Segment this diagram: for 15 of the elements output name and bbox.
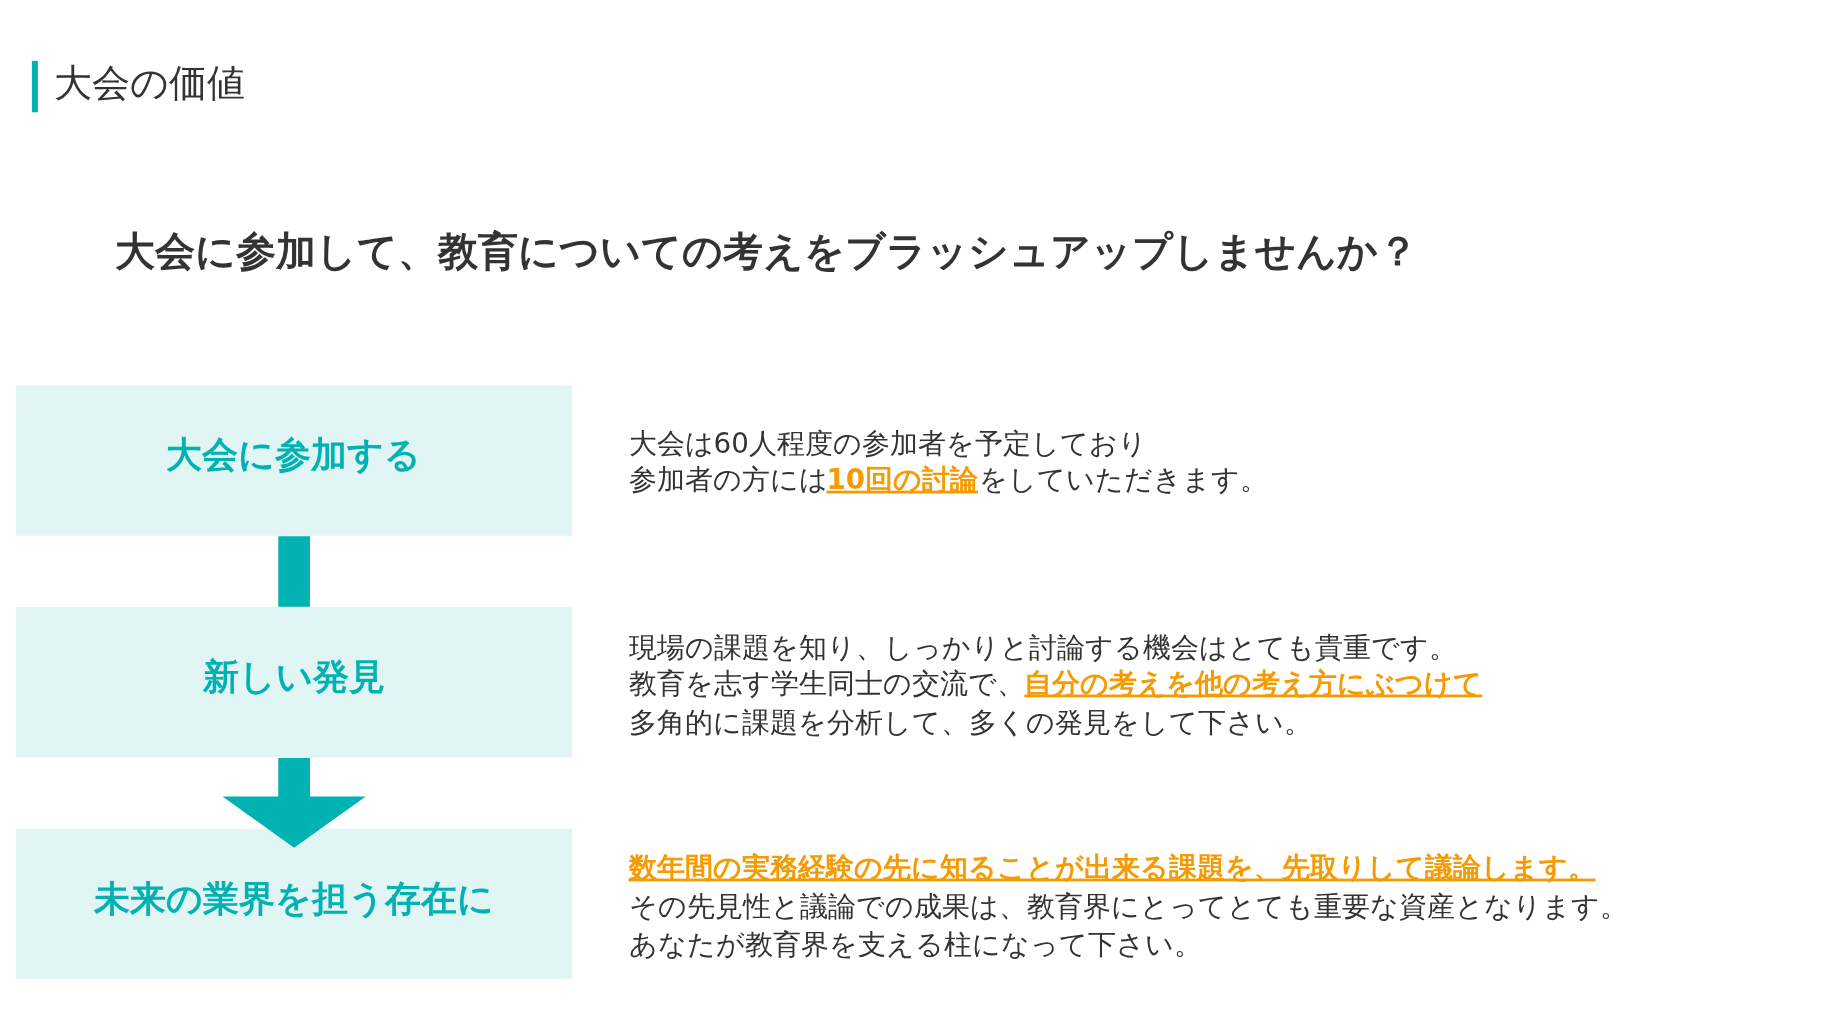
node-label: 数年間の実務経験の先に知ることが出来る課題を、先取りして議論します。 — [628, 850, 1596, 884]
node-label: 多角的に課題を分析して、多くの発見をして下さい。 — [628, 705, 1312, 739]
node-label: 教育を志す学生同士の交流で、自分の考えを他の考え方にぶつけて — [628, 666, 1483, 700]
label: 大会に参加して、教育についての考えをブラッシュアップしませんか？ — [115, 227, 1419, 274]
node-label: あなたが教育界を支える柱になって下さい。 — [628, 927, 1202, 961]
connector — [278, 535, 310, 607]
node-label: 現場の課題を知り、しっかりと討論する機会はとても貴重です。 — [628, 630, 1457, 664]
node-box: 未来の業界を担う存在に — [16, 828, 573, 979]
node-label: その先見性と議論での成果は、教育界にとってとても重要な資産となります。 — [628, 889, 1628, 923]
node-box: 新しい発見 — [16, 606, 573, 757]
node-label: 参加者の方には10回の討論をしていただきます。 — [628, 462, 1268, 496]
arrow — [222, 757, 366, 848]
node-box: 大会に参加する — [16, 384, 573, 536]
diagram-title: 大会の価値 — [53, 60, 245, 105]
node-label: 大会は60人程度の参加者を予定しており — [628, 426, 1147, 460]
